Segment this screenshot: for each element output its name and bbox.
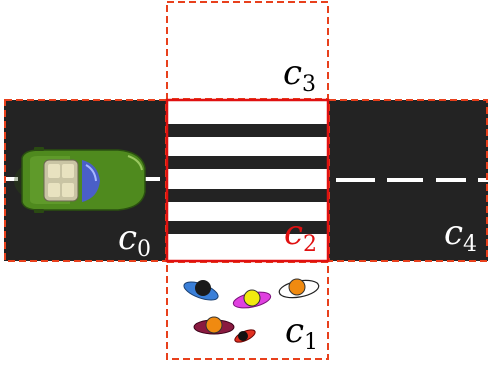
pedestrian-icon	[278, 278, 320, 299]
label-c1: c1	[285, 311, 318, 355]
region-c3	[166, 1, 329, 100]
label-c4: c4	[444, 213, 477, 257]
pedestrian-icon	[234, 329, 256, 343]
pedestrian-icon	[193, 316, 235, 335]
pedestrians	[183, 278, 320, 343]
car-icon	[14, 147, 146, 213]
label-c3: c3	[283, 53, 316, 97]
crosswalk	[167, 100, 328, 261]
pedestrian-icon	[232, 289, 272, 309]
label-c0: c0	[118, 218, 151, 262]
pedestrian-icon	[183, 280, 219, 301]
region-c4	[328, 99, 488, 262]
label-c2: c2	[284, 213, 317, 257]
region-c2	[165, 98, 330, 263]
region-c0	[4, 99, 167, 262]
